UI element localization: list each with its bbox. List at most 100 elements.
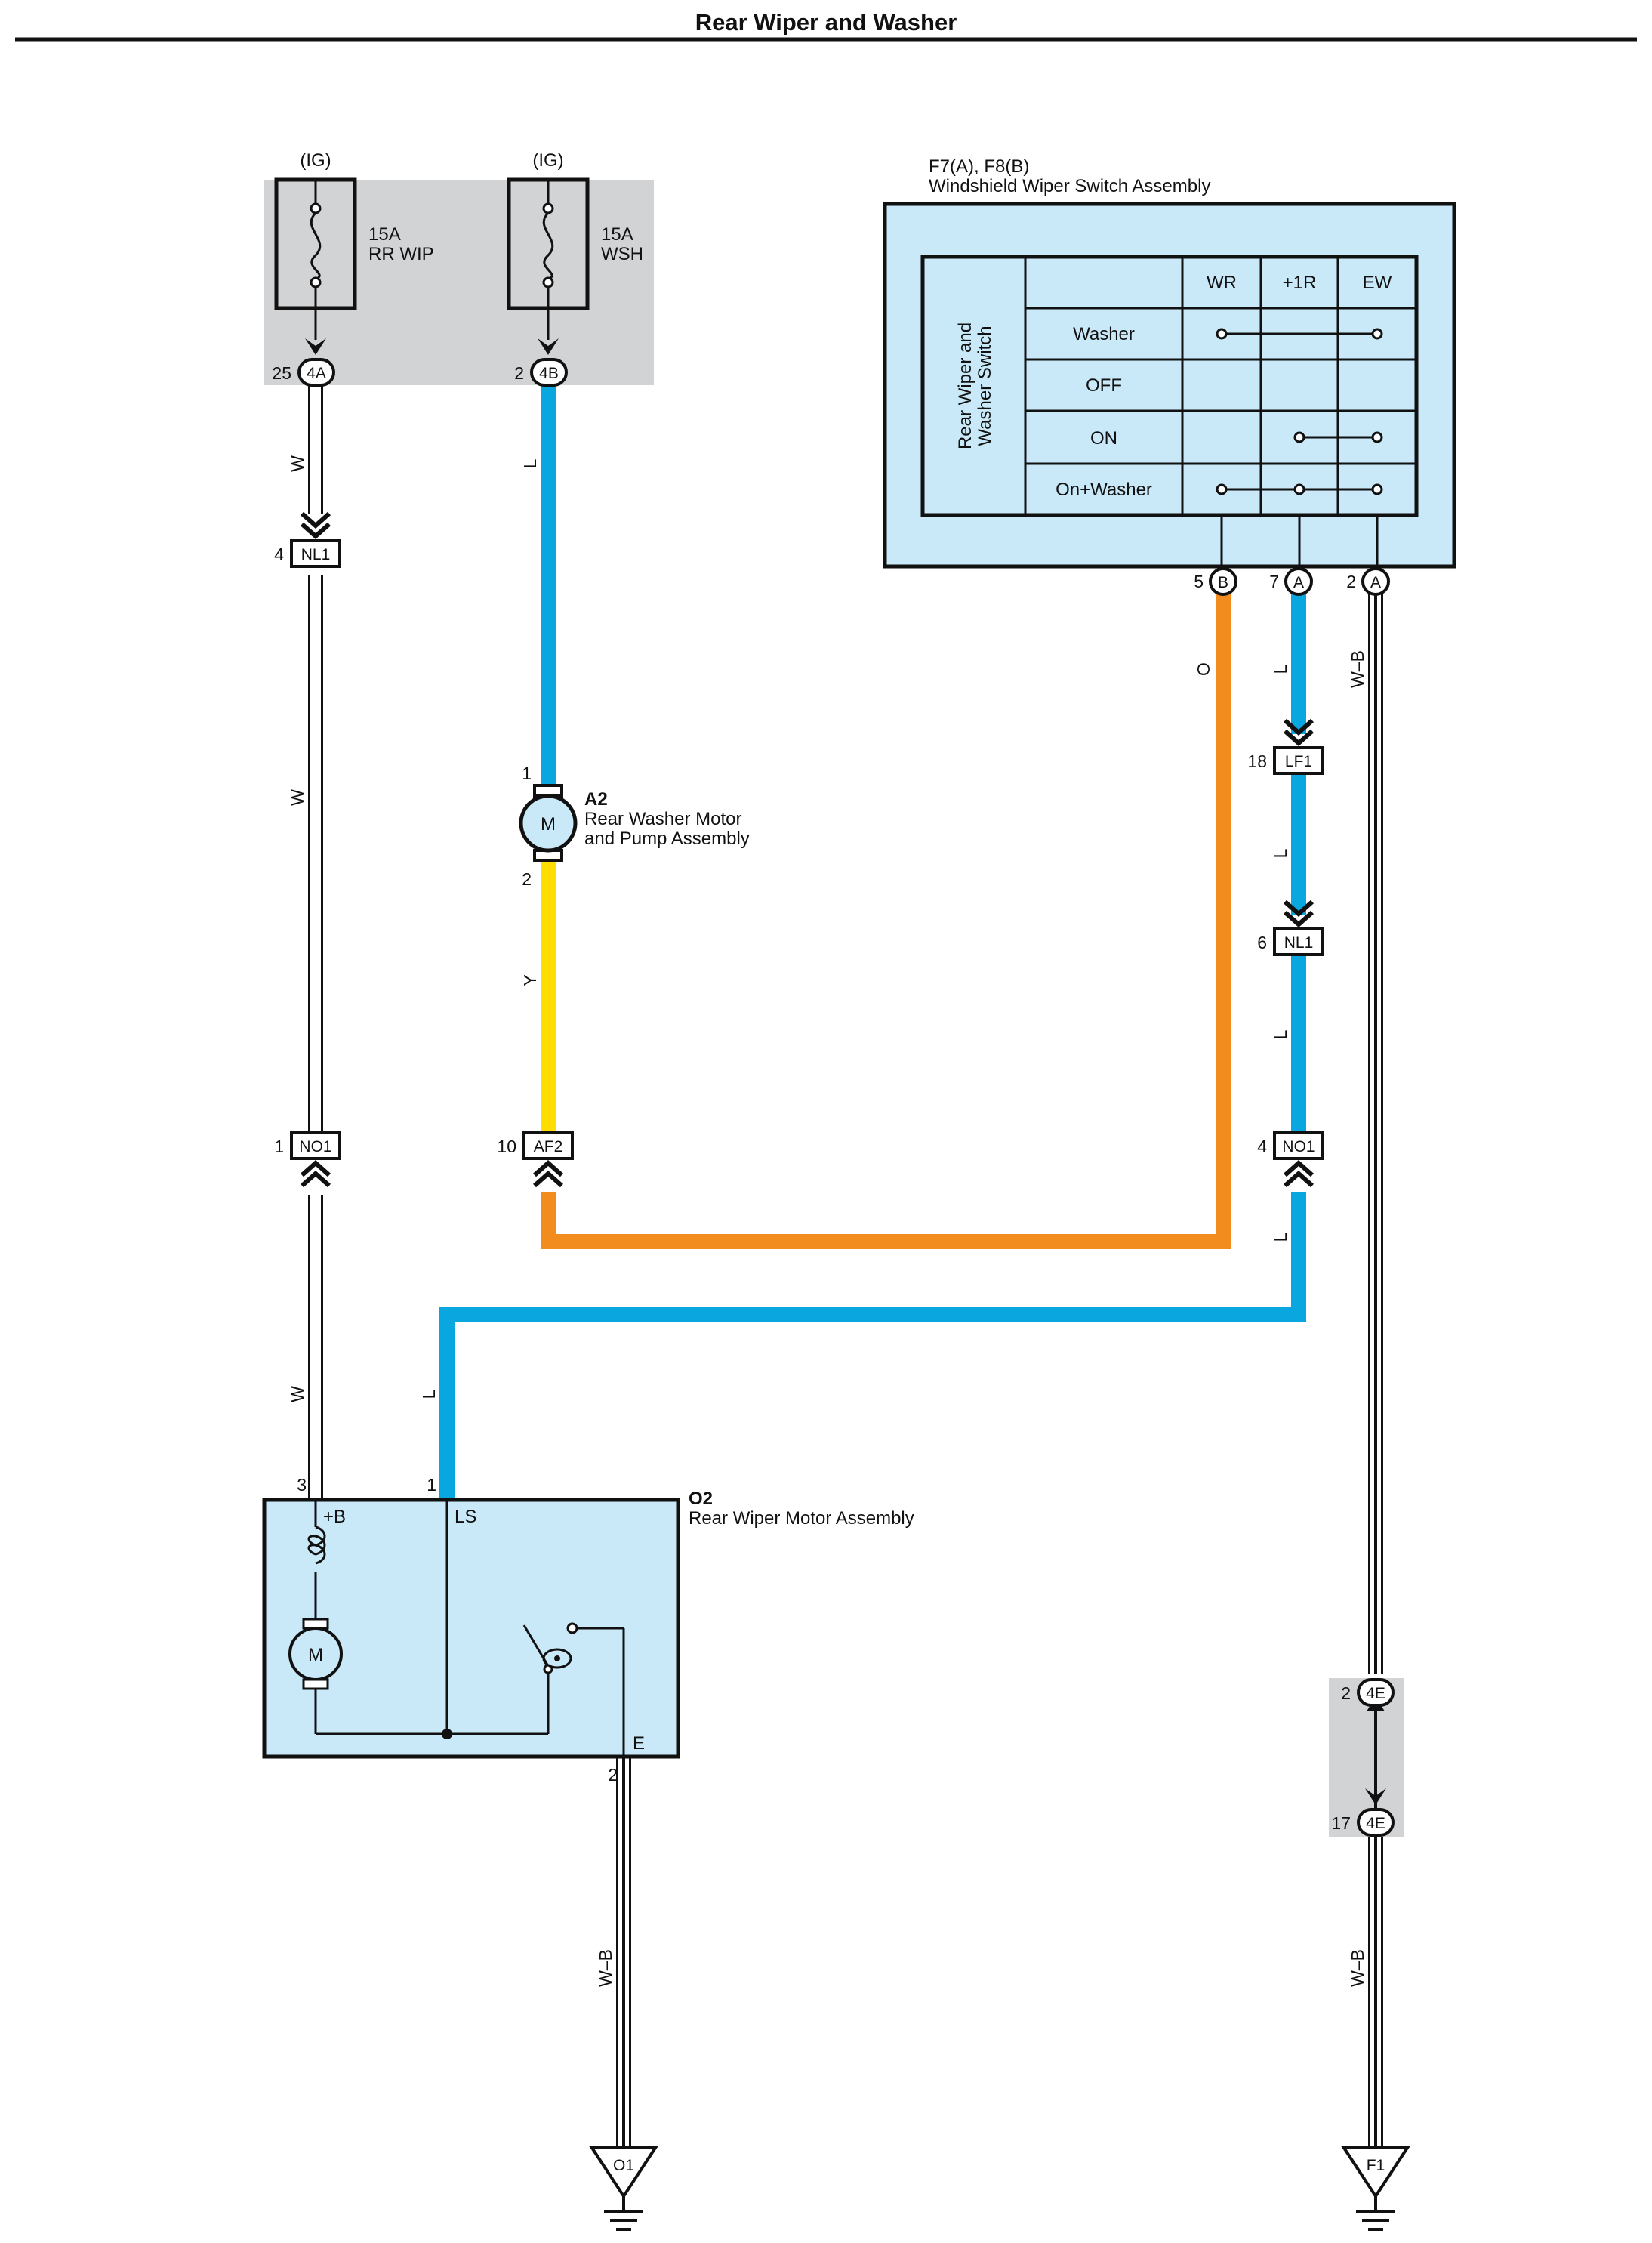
wire-label: L: [419, 1389, 439, 1399]
pin-number: 7: [1269, 572, 1279, 591]
pin-number: 1: [522, 764, 532, 783]
switch-side-label: Rear Wiper and: [955, 322, 975, 449]
svg-text:M: M: [541, 814, 556, 835]
column-header-1r: +1R: [1283, 273, 1317, 293]
pin-number: 1: [274, 1137, 284, 1156]
fuse-power-label: (IG): [300, 150, 331, 171]
switch-pin-5b: B 5: [1194, 567, 1237, 596]
coil-icon: [307, 1526, 326, 1565]
svg-text:LF1: LF1: [1285, 753, 1312, 770]
terminal-e-label: E: [633, 1733, 645, 1754]
svg-text:4A: 4A: [307, 365, 326, 382]
switch-pin-2a: A 2: [1346, 567, 1390, 596]
wire-label: W–B: [1348, 650, 1367, 688]
svg-text:4B: 4B: [539, 365, 559, 382]
ground-f1: F1: [1341, 2146, 1410, 2231]
svg-text:4E: 4E: [1366, 1815, 1385, 1832]
position-off: OFF: [1086, 375, 1122, 396]
arrow-icon: [305, 338, 326, 355]
wire-orange: [541, 594, 1231, 1249]
wire-label: W: [288, 455, 307, 472]
wire-label: L: [1271, 848, 1290, 858]
chevron-up-icon: [301, 1170, 331, 1188]
chevron-up-icon: [1284, 1170, 1314, 1188]
fuse-rr-wip: (IG) 15A RR WIP: [274, 150, 434, 355]
arrow-icon: [538, 338, 559, 355]
terminal-ls-label: LS: [455, 1507, 476, 1527]
component-code: A2: [584, 789, 608, 810]
fuse-name: WSH: [601, 244, 643, 264]
position-on-washer: On+Washer: [1056, 480, 1152, 500]
chevron-down-icon: [301, 522, 331, 540]
terminal-b-label: +B: [323, 1507, 346, 1527]
page-title: Rear Wiper and Washer: [695, 9, 957, 35]
svg-text:NL1: NL1: [1284, 934, 1314, 952]
pin-number: 25: [272, 363, 291, 383]
component-name: and Pump Assembly: [584, 828, 750, 849]
chevron-down-icon: [1284, 729, 1314, 747]
pin-number: 6: [1257, 933, 1267, 952]
svg-text:A: A: [1370, 574, 1381, 591]
wire-label: L: [1271, 664, 1290, 674]
svg-text:O1: O1: [613, 2157, 634, 2174]
connector-lf1: LF1 18: [1247, 718, 1324, 775]
column-header-wr: WR: [1207, 273, 1237, 293]
pin-number: 5: [1194, 572, 1204, 591]
svg-text:B: B: [1218, 574, 1228, 591]
pin-number: 4: [1257, 1137, 1267, 1156]
wire-label: L: [520, 458, 540, 468]
svg-text:4E: 4E: [1366, 1685, 1385, 1702]
component-name: Windshield Wiper Switch Assembly: [929, 176, 1210, 196]
pin-number: 2: [608, 1765, 618, 1785]
ground-icon: [589, 2146, 658, 2199]
connector-nl1-right: NL1 6: [1257, 899, 1324, 956]
pin-number: 17: [1331, 1813, 1351, 1833]
position-washer: Washer: [1073, 324, 1135, 344]
wire-label: W–B: [1348, 1949, 1367, 1987]
wire-label: W: [288, 1386, 307, 1402]
washer-motor: M 1 2 A2 Rear Washer Motor and Pump Asse…: [519, 764, 750, 889]
pin-number: 3: [297, 1475, 307, 1495]
connector-4e-top: 4E 2: [1341, 1678, 1395, 1814]
chevron-up-icon: [301, 1159, 331, 1177]
component-code: O2: [689, 1489, 713, 1509]
motor-icon: [519, 794, 578, 853]
chevron-up-icon: [1284, 1159, 1314, 1177]
connector-af2: AF2 10: [497, 1131, 574, 1188]
pin-number: 2: [522, 869, 532, 889]
fuse-power-label: (IG): [532, 150, 563, 171]
wire-label: Y: [520, 974, 540, 986]
connector-no1-left: NO1 1: [274, 1131, 341, 1188]
pin-number: 18: [1247, 751, 1267, 771]
pin-number: 4: [274, 545, 284, 564]
wire-label: O: [1194, 662, 1213, 676]
connector-4a: 4A 25: [272, 358, 335, 387]
svg-text:NL1: NL1: [301, 546, 331, 563]
wire-label: L: [1271, 1232, 1290, 1242]
fuse-wsh: (IG) 15A WSH: [507, 150, 643, 355]
connector-nl1-left: NL1 4: [274, 511, 341, 568]
cam-icon: [542, 1648, 572, 1669]
arrow-down-icon: [1365, 1788, 1386, 1805]
svg-text:M: M: [308, 1645, 323, 1665]
chevron-down-icon: [1284, 899, 1314, 918]
chevron-up-icon: [533, 1170, 563, 1188]
wire-label: L: [1271, 1029, 1290, 1039]
chevron-up-icon: [533, 1159, 563, 1177]
pin-number: 10: [497, 1137, 516, 1156]
wire-label: W: [288, 789, 307, 806]
chevron-down-icon: [1284, 718, 1314, 736]
svg-text:NO1: NO1: [1282, 1138, 1315, 1155]
switch-side-label: Washer Switch: [975, 325, 995, 446]
junction-block-area: [264, 180, 654, 385]
switch-pin-7a: A 7: [1269, 567, 1313, 596]
connector-no1-right: NO1 4: [1257, 1131, 1324, 1188]
component-name: Rear Washer Motor: [584, 809, 742, 829]
svg-text:A: A: [1293, 574, 1304, 591]
svg-text:NO1: NO1: [299, 1138, 331, 1155]
wiper-motor-assembly: O2 Rear Wiper Motor Assembly 3 1 2 +B LS…: [262, 1475, 914, 1785]
pin-number: 2: [1346, 572, 1356, 591]
pin-number: 2: [514, 363, 524, 383]
ground-icon: [1341, 2146, 1410, 2199]
